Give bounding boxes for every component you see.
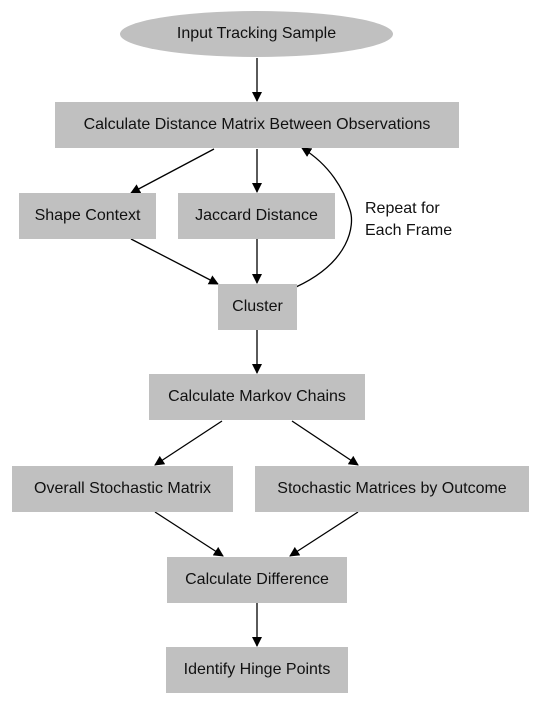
node-jaccard-distance: Jaccard Distance xyxy=(178,193,335,239)
node-calculate-markov-chains: Calculate Markov Chains xyxy=(149,374,365,420)
loop-label-line2: Each Frame xyxy=(365,222,453,239)
edge-markov-to-outcome xyxy=(291,420,359,466)
node-calculate-distance-matrix: Calculate Distance Matrix Between Observ… xyxy=(55,102,459,148)
edge-markov-to-overall xyxy=(154,420,223,466)
edge-shape-to-cluster xyxy=(130,238,219,285)
node-overall-stochastic-matrix: Overall Stochastic Matrix xyxy=(12,466,233,512)
edge-overall-to-difference xyxy=(154,511,224,557)
node-shape-context: Shape Context xyxy=(19,193,156,239)
node-calculate-difference: Calculate Difference xyxy=(167,557,347,603)
edge-outcome-to-difference xyxy=(289,511,359,557)
node-cluster: Cluster xyxy=(218,284,297,330)
edge-cluster-loop-back xyxy=(295,147,353,288)
node-identify-hinge-points: Identify Hinge Points xyxy=(166,647,348,693)
node-input-tracking-sample: Input Tracking Sample xyxy=(120,11,393,57)
loop-label: Repeat for Each Frame xyxy=(365,198,452,242)
loop-label-line1: Repeat for xyxy=(365,200,440,217)
node-stochastic-matrices-by-outcome: Stochastic Matrices by Outcome xyxy=(255,466,529,512)
edge-distance-to-shape xyxy=(130,148,215,194)
